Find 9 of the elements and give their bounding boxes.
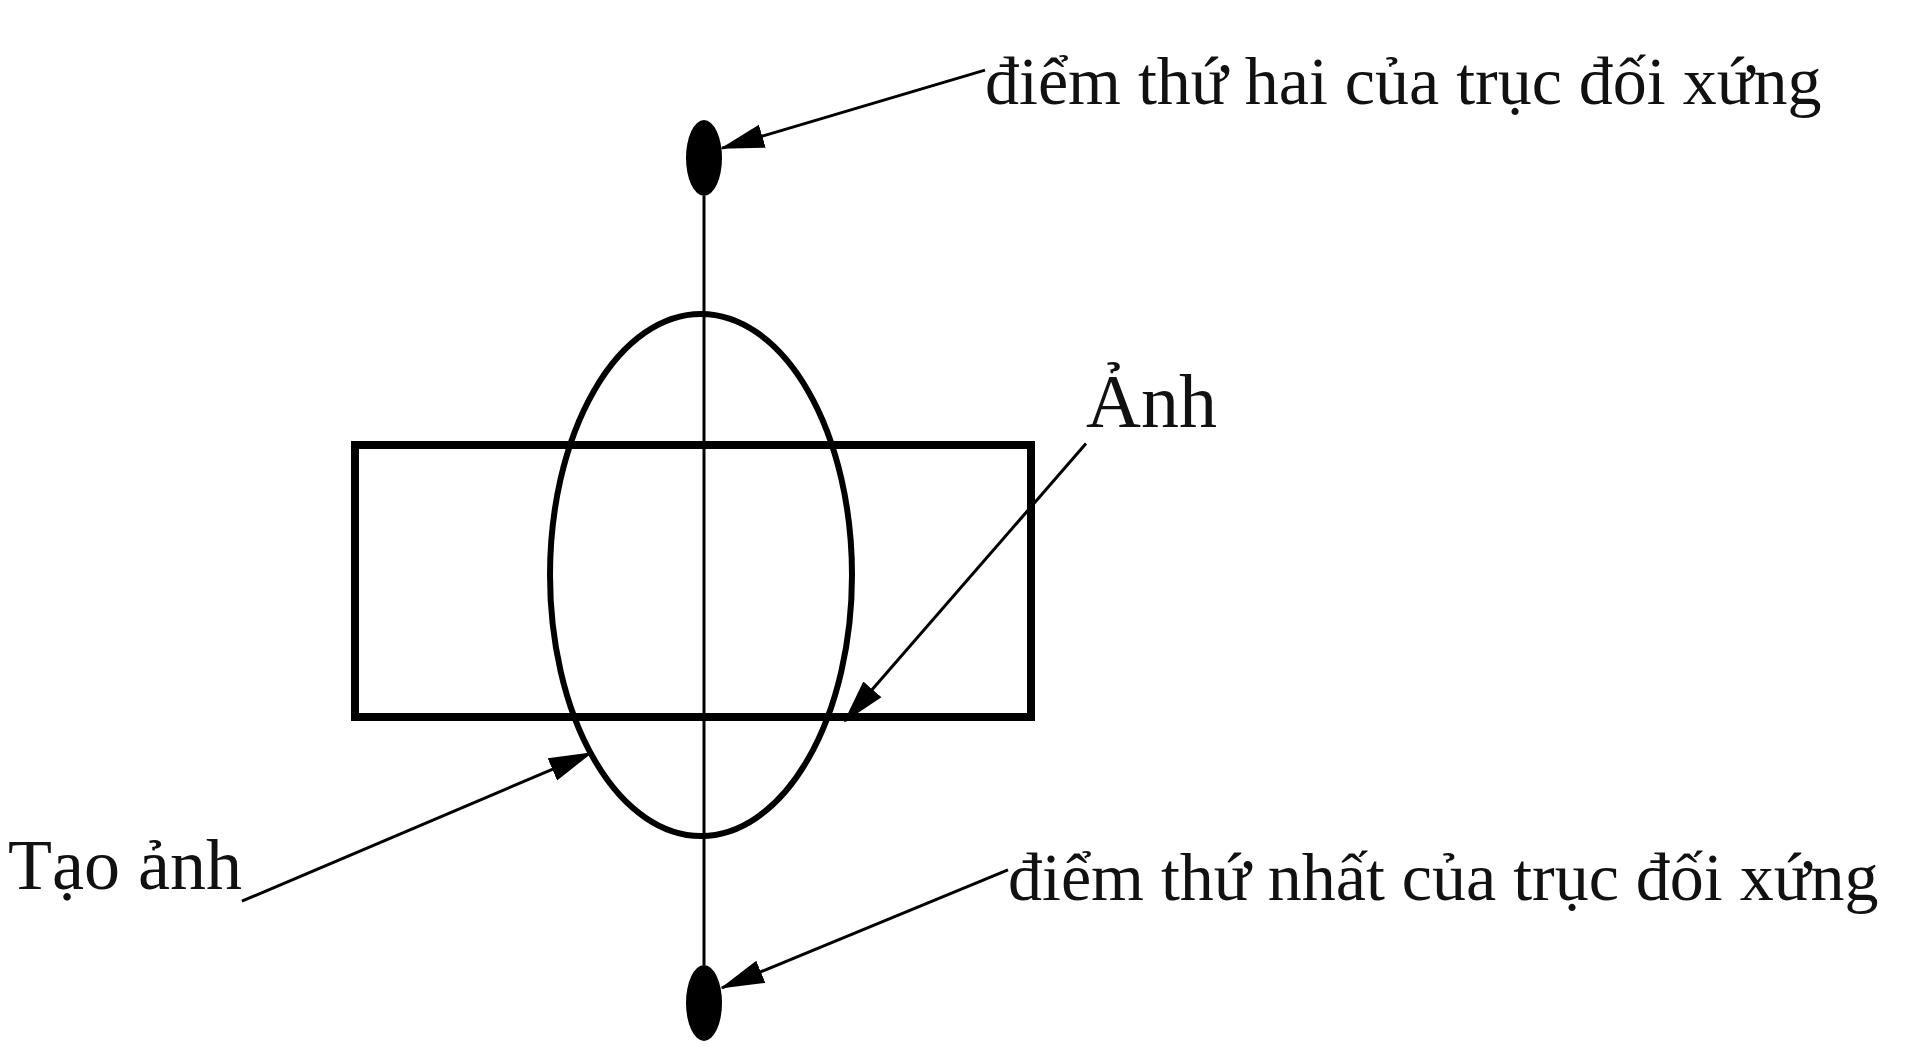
arrow <box>843 442 1088 723</box>
arrow <box>720 868 1009 990</box>
revolution-ellipse <box>547 311 855 839</box>
callout-label: điểm thứ hai của trục đối xứng <box>985 44 1822 119</box>
callout-label: Ảnh <box>1086 360 1217 444</box>
profile-rectangle <box>351 441 1035 721</box>
arrow <box>720 68 986 150</box>
callout-label: điểm thứ nhất của trục đối xứng <box>1008 840 1879 915</box>
callout-label: Tạo ảnh <box>8 826 242 906</box>
